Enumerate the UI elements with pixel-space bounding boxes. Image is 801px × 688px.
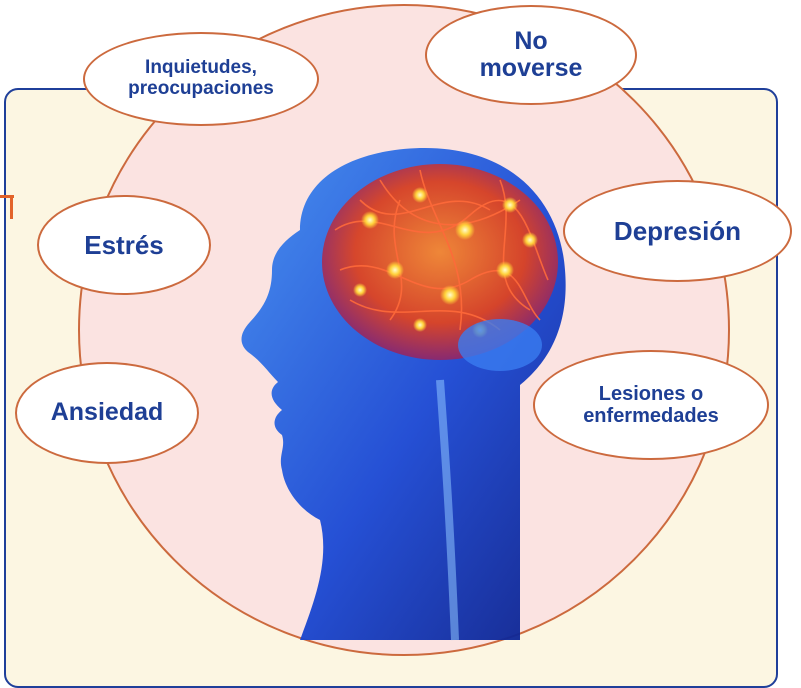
bubble-injuries: Lesiones o enfermedades	[533, 350, 769, 460]
bubble-not-moving: No moverse	[425, 5, 637, 105]
bubble-anxiety: Ansiedad	[15, 362, 199, 464]
cerebellum	[458, 319, 542, 371]
bubble-depression: Depresión	[563, 180, 792, 282]
bubble-injuries-line2: enfermedades	[583, 405, 719, 427]
bubble-stress-label: Estrés	[84, 229, 164, 260]
spinal-cord	[436, 379, 459, 641]
bubble-worries-line1: Inquietudes,	[145, 57, 257, 79]
bubble-not-moving-line2: moverse	[479, 54, 583, 82]
brain-head-illustration	[241, 147, 566, 641]
bubble-stress: Estrés	[37, 195, 211, 295]
bubble-worries-line2: preocupaciones	[128, 78, 274, 99]
bubble-anxiety-label: Ansiedad	[50, 398, 164, 427]
accent-mark-vertical	[10, 195, 13, 219]
bubble-not-moving-line1: No	[514, 26, 548, 55]
bubble-depression-label: Depresión	[613, 215, 742, 246]
bubble-injuries-line1: Lesiones o	[598, 383, 704, 405]
bubble-worries: Inquietudes, preocupaciones	[83, 32, 319, 126]
accent-mark	[0, 195, 14, 198]
